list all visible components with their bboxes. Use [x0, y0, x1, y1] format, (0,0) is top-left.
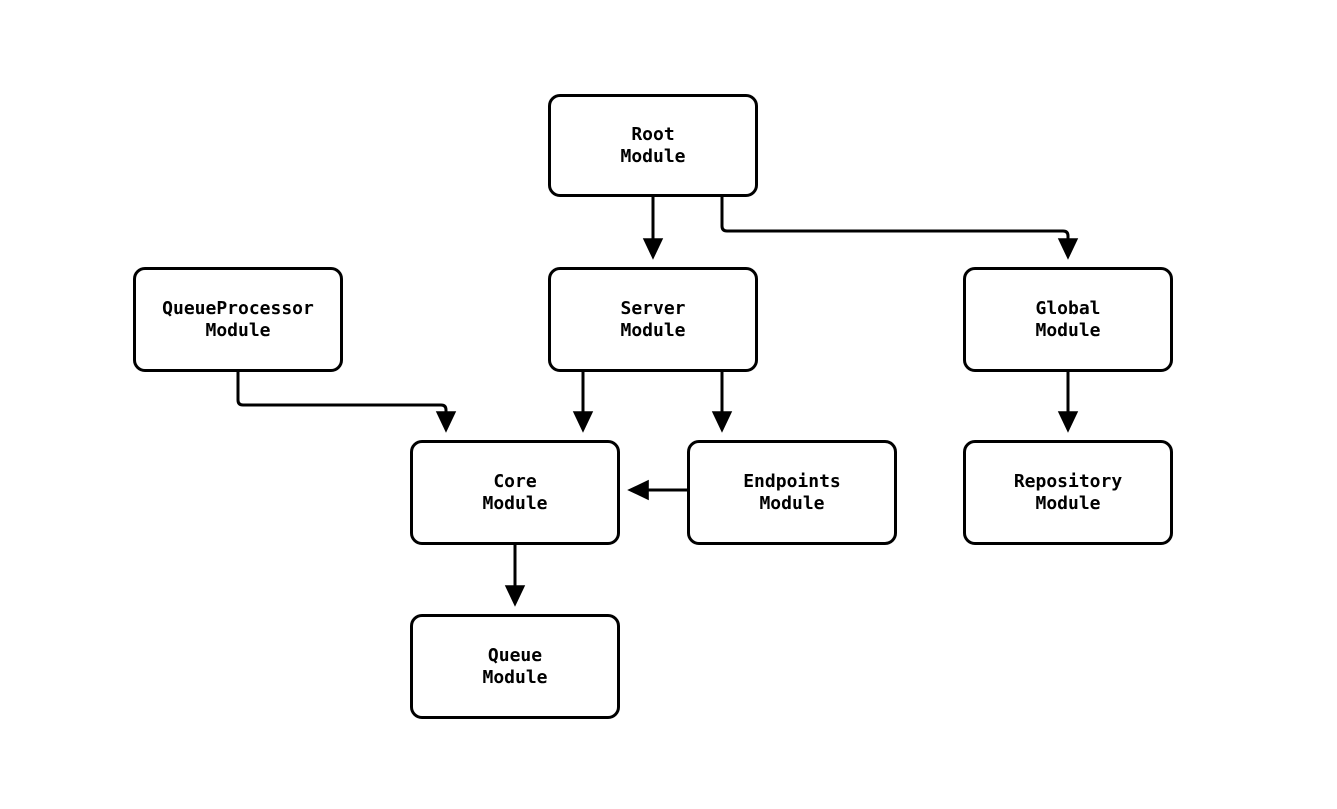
edge-queueprocessor-to-core	[236, 372, 457, 433]
node-repository-module-label: Repository Module	[1013, 470, 1123, 514]
node-core-module[interactable]: Core Module	[410, 440, 620, 545]
node-root-module[interactable]: Root Module	[548, 94, 758, 197]
node-global-module-label: Global Module	[1035, 297, 1101, 341]
node-repository-module[interactable]: Repository Module	[963, 440, 1173, 545]
node-server-module[interactable]: Server Module	[548, 267, 758, 372]
node-queueprocessor-module-label: QueueProcessor Module	[162, 297, 314, 341]
node-endpoints-module-label: Endpoints Module	[743, 470, 841, 514]
node-queueprocessor-module[interactable]: QueueProcessor Module	[133, 267, 343, 372]
node-global-module[interactable]: Global Module	[963, 267, 1173, 372]
edge-root-to-global	[720, 197, 1079, 260]
node-root-module-label: Root Module	[620, 123, 686, 167]
node-queue-module[interactable]: Queue Module	[410, 614, 620, 719]
node-server-module-label: Server Module	[620, 297, 686, 341]
node-core-module-label: Core Module	[482, 470, 548, 514]
node-endpoints-module[interactable]: Endpoints Module	[687, 440, 897, 545]
node-queue-module-label: Queue Module	[482, 644, 548, 688]
